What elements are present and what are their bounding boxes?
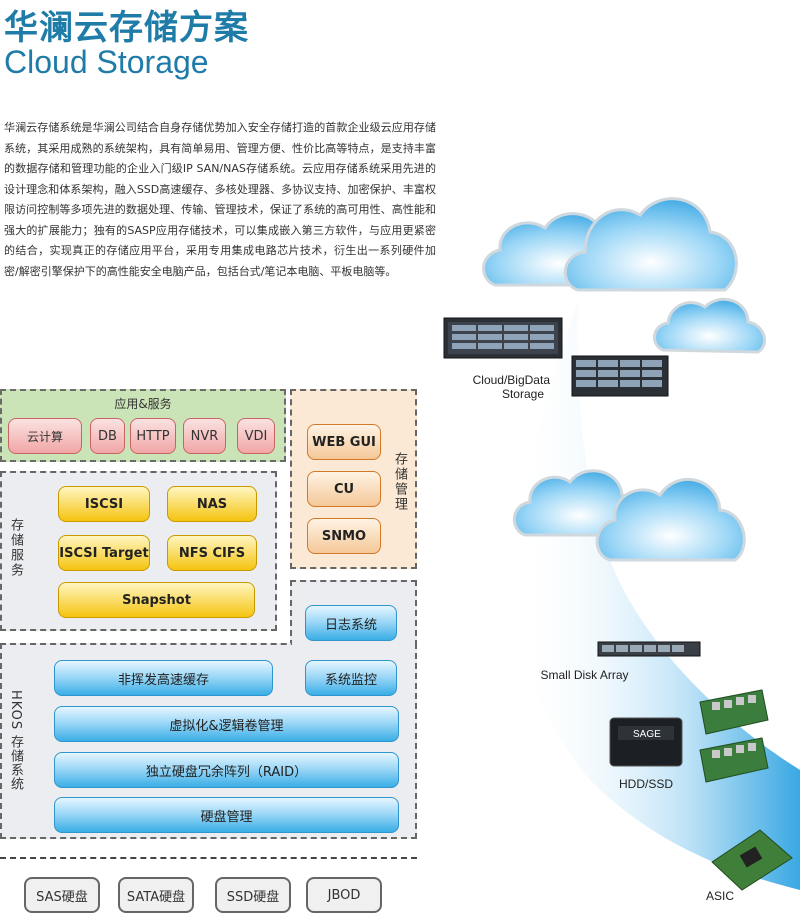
http-button: HTTP: [130, 418, 176, 454]
ssd-drive-icon: SAGE: [609, 717, 683, 767]
virtualization-button: 虚拟化&逻辑卷管理: [54, 706, 399, 742]
pcie-card-icon: [699, 737, 769, 783]
nvr-button: NVR: [183, 418, 226, 454]
intro-paragraph: 华澜云存储系统是华澜公司结合自身存储优势加入安全存储打造的首款企业级云应用存储系…: [4, 121, 436, 278]
snmo-button: SNMO: [307, 518, 381, 554]
rack-server-icon: [443, 317, 563, 359]
cloud-icon: [653, 297, 767, 354]
page-title-cn: 华澜云存储方案: [4, 8, 249, 48]
jbod-button: JBOD: [306, 877, 382, 913]
log-system-button: 日志系统: [305, 605, 397, 641]
iscsi-button: ISCSI: [58, 486, 150, 522]
page-title-en: Cloud Storage: [4, 44, 209, 80]
db-button: DB: [90, 418, 125, 454]
asic-board-icon: [711, 829, 793, 891]
cloud-icon: [563, 197, 738, 292]
hkos-zone-joint: [292, 640, 415, 648]
nv-cache-button: 非挥发高速缓存: [54, 660, 273, 696]
sas-disk-button: SAS硬盘: [24, 877, 100, 913]
system-monitor-button: 系统监控: [305, 660, 397, 696]
asic-label: ASIC: [705, 889, 734, 903]
vdi-button: VDI: [237, 418, 275, 454]
rack-server-icon: [571, 355, 669, 397]
snapshot-button: Snapshot: [58, 582, 255, 618]
small-disk-array-icon: [597, 641, 701, 657]
pcie-card-icon: [699, 689, 769, 735]
sata-disk-button: SATA硬盘: [118, 877, 194, 913]
ssd-brand-text: SAGE: [633, 729, 661, 740]
iscsi-target-button: ISCSI Target: [58, 535, 150, 571]
disk-management-button: 硬盘管理: [54, 797, 399, 833]
storage-label: Storage: [501, 387, 544, 401]
hkos-label: HKOS 存储系统: [8, 690, 23, 792]
nfs-cifs-button: NFS CIFS: [167, 535, 257, 571]
app-services-label: 应用&服务: [114, 397, 172, 411]
cloud-illustration: SAGE: [443, 197, 800, 891]
storage-services-label: 存储服务: [8, 518, 23, 578]
cloud-icon: [595, 478, 746, 562]
hdd-ssd-label: HDD/SSD: [618, 777, 673, 791]
small-disk-array-label: Small Disk Array: [540, 668, 629, 682]
cloud-computing-button: 云计算: [8, 418, 82, 454]
cloud-bigdata-label: Cloud/BigData: [472, 373, 550, 387]
storage-mgmt-label: 存储管理: [392, 452, 407, 512]
raid-button: 独立硬盘冗余阵列（RAID）: [54, 752, 399, 788]
ssd-disk-button: SSD硬盘: [215, 877, 291, 913]
cu-button: CU: [307, 471, 381, 507]
data-beam: [516, 300, 800, 890]
web-gui-button: WEB GUI: [307, 424, 381, 460]
disk-separator: [0, 857, 417, 859]
nas-button: NAS: [167, 486, 257, 522]
